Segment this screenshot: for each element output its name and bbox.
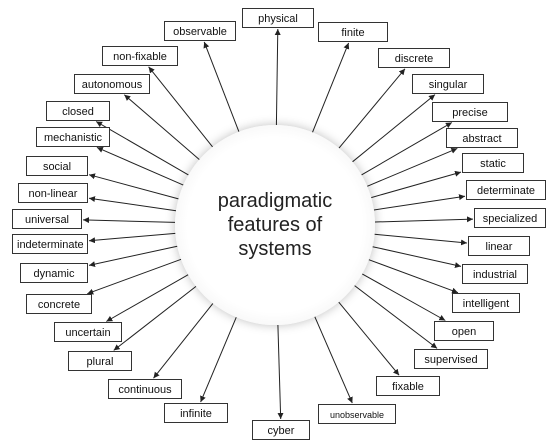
feature-autonomous: autonomous: [74, 74, 150, 94]
center-title: paradigmatic features of systems: [217, 190, 333, 260]
arrow-to-closed: [95, 121, 189, 176]
arrow-to-cyber: [277, 324, 284, 420]
center-circle: paradigmatic features of systems: [175, 125, 375, 325]
arrow-to-plural: [113, 286, 197, 351]
arrow-to-dynamic: [88, 245, 178, 268]
arrow-to-autonomous: [123, 94, 200, 160]
feature-unobservable: unobservable: [318, 404, 396, 424]
feature-plural: plural: [68, 351, 132, 371]
feature-fixable: fixable: [376, 376, 440, 396]
arrow-to-industrial: [372, 246, 462, 269]
arrow-to-non-fixable: [148, 66, 213, 148]
arrow-to-static: [371, 170, 462, 199]
arrow-to-specialized: [374, 216, 474, 223]
arrow-to-indeterminate: [88, 232, 176, 244]
arrow-to-observable: [203, 41, 240, 132]
arrow-to-physical: [274, 28, 281, 126]
feature-non-fixable: non-fixable: [102, 46, 178, 66]
feature-mechanistic: mechanistic: [36, 127, 110, 147]
arrow-to-finite: [312, 42, 350, 133]
arrow-to-social: [88, 173, 179, 200]
feature-determinate: determinate: [466, 180, 546, 200]
feature-supervised: supervised: [414, 349, 488, 369]
feature-finite: finite: [318, 22, 388, 42]
arrow-to-uncertain: [106, 274, 189, 322]
feature-dynamic: dynamic: [20, 263, 88, 283]
arrow-to-concrete: [87, 258, 182, 295]
feature-static: static: [462, 153, 524, 173]
feature-closed: closed: [46, 101, 110, 121]
feature-non-linear: non-linear: [18, 183, 88, 203]
feature-cyber: cyber: [252, 420, 310, 440]
arrow-to-abstract: [367, 147, 458, 187]
arrow-to-non-linear: [88, 196, 177, 212]
arrow-to-supervised: [354, 285, 438, 349]
arrow-to-precise: [361, 122, 453, 176]
feature-industrial: industrial: [462, 264, 528, 284]
feature-open: open: [434, 321, 494, 341]
arrow-to-unobservable: [314, 316, 353, 404]
arrow-to-universal: [82, 217, 176, 224]
feature-observable: observable: [164, 21, 236, 41]
feature-intelligent: intelligent: [452, 293, 520, 313]
arrow-to-determinate: [373, 194, 466, 211]
arrow-to-discrete: [338, 68, 406, 149]
arrow-to-mechanistic: [96, 146, 184, 186]
feature-uncertain: uncertain: [54, 322, 122, 342]
feature-discrete: discrete: [378, 48, 450, 68]
feature-specialized: specialized: [474, 208, 546, 228]
arrow-to-continuous: [153, 303, 214, 379]
feature-infinite: infinite: [164, 403, 228, 423]
feature-singular: singular: [412, 74, 484, 94]
feature-precise: precise: [432, 102, 508, 122]
feature-linear: linear: [468, 236, 530, 256]
feature-universal: universal: [12, 209, 82, 229]
arrow-to-intelligent: [368, 259, 459, 294]
feature-abstract: abstract: [446, 128, 518, 148]
arrow-to-linear: [374, 233, 468, 246]
feature-continuous: continuous: [108, 379, 182, 399]
arrow-to-singular: [352, 94, 436, 163]
arrow-to-fixable: [338, 301, 400, 376]
arrow-to-infinite: [200, 317, 237, 403]
arrow-to-open: [361, 273, 446, 321]
feature-physical: physical: [242, 8, 314, 28]
feature-indeterminate: indeterminate: [12, 234, 88, 254]
feature-concrete: concrete: [26, 294, 92, 314]
feature-social: social: [26, 156, 88, 176]
